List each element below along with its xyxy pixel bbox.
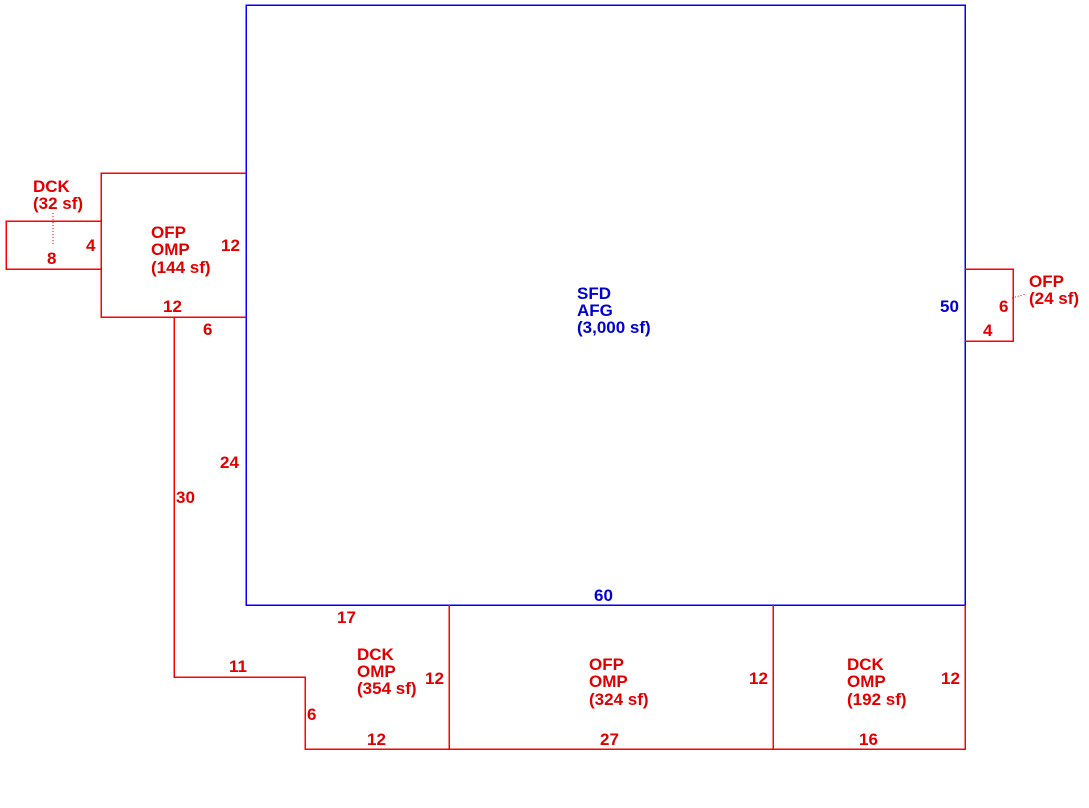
ofp-bottom-dim-right: 12 [749,669,768,688]
ofp-bottom-label-code: OMP [589,672,628,691]
ofp-left-label-type: OFP [151,223,186,242]
ofp-left-label-code: OMP [151,240,190,259]
ofp-right-label-area: (24 sf) [1029,289,1079,308]
dck-bottom-right-dim-bottom: 16 [859,730,878,749]
ofp-right-label-type: OFP [1029,272,1064,291]
dck-bottom-right-label-type: DCK [847,655,885,674]
ofp-left-dim-step: 6 [203,320,212,339]
dck-bottom-right-outline [773,605,966,750]
main-structure-dim-height: 50 [940,297,959,316]
dck-left-dim-width: 8 [47,249,56,268]
ofp-right-leader [1011,293,1027,299]
ofp-left-dim-height: 12 [221,236,240,255]
dck-bottom-left-dim-bottom: 12 [367,730,386,749]
ofp-left-label-area: (144 sf) [151,258,211,277]
ofp-right-dim-height: 6 [999,297,1008,316]
ofp-right-dim-width: 4 [983,321,993,340]
dck-bottom-right-label-code: OMP [847,672,886,691]
main-structure-dim-width: 60 [594,586,613,605]
dck-bottom-left-dim-right: 12 [425,669,444,688]
dck-bottom-left-label-area: (354 sf) [357,679,417,698]
main-structure-outline [245,4,966,606]
ofp-bottom-dim-bottom: 27 [600,730,619,749]
dck-left-label-type: DCK [33,177,71,196]
main-structure-label-code: AFG [577,301,613,320]
dck-bottom-right-label-area: (192 sf) [847,690,907,709]
dck-bottom-right-dim-right: 12 [941,669,960,688]
dck-bottom-left-dim-top: 17 [337,608,356,627]
ofp-right-outline [965,268,1014,342]
ofp-bottom-label-area: (324 sf) [589,690,649,709]
dck-left-dim-height: 4 [86,236,96,255]
dck-bottom-left-dim-step-width: 11 [229,657,247,676]
dck-bottom-left-label-code: OMP [357,662,396,681]
dck-bottom-left-outline [173,317,450,750]
main-structure-label-area: (3,000 sf) [577,318,651,337]
ofp-left-dim-width: 12 [163,297,182,316]
dck-bottom-left-label-type: DCK [357,645,395,664]
main-structure-label-type: SFD [577,284,611,303]
ofp-bottom-label-type: OFP [589,655,624,674]
dck-bottom-left-dim-left-outer: 30 [176,488,195,507]
dck-left-label-area: (32 sf) [33,194,83,213]
dck-bottom-left-dim-left-upper: 24 [220,453,239,472]
dck-bottom-left-dim-step-height: 6 [307,705,316,724]
